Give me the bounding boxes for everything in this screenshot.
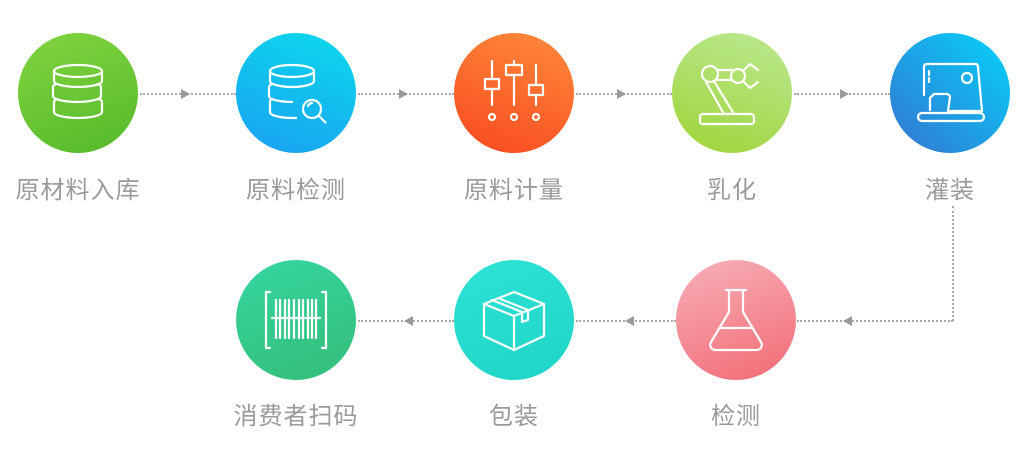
arrow-icon [843, 316, 852, 326]
step-consumer-scan [236, 260, 356, 380]
step-label: 灌装 [925, 176, 975, 204]
arrow-icon [840, 89, 849, 99]
step-raw-material-storage [18, 33, 138, 153]
flask-icon [709, 288, 763, 352]
connector-5-6-vertical [952, 206, 954, 321]
arrow-icon [399, 89, 408, 99]
coin-stack-icon [51, 63, 104, 120]
step-raw-material-inspection [236, 33, 356, 153]
arrow-icon [404, 316, 413, 326]
connector-5-6 [797, 320, 953, 322]
arrow-icon [625, 316, 634, 326]
step-label: 检测 [711, 402, 761, 430]
arrow-icon [617, 89, 626, 99]
arrow-icon [181, 89, 190, 99]
step-filling [890, 33, 1010, 153]
step-inspection [676, 260, 796, 380]
step-raw-material-metering [454, 33, 574, 153]
step-label: 原料检测 [246, 176, 346, 204]
box-icon [482, 290, 546, 352]
sewing-machine-icon [916, 62, 986, 123]
barcode-icon [264, 290, 328, 350]
step-packaging [454, 260, 574, 380]
robot-arm-icon [698, 62, 760, 126]
step-label: 原材料入库 [15, 176, 141, 204]
step-label: 包装 [489, 402, 539, 430]
step-label: 消费者扫码 [233, 402, 359, 430]
step-emulsification [672, 33, 792, 153]
step-label: 乳化 [707, 176, 757, 204]
step-label: 原料计量 [464, 176, 564, 204]
sliders-icon [483, 59, 545, 122]
database-search-icon [267, 63, 327, 124]
